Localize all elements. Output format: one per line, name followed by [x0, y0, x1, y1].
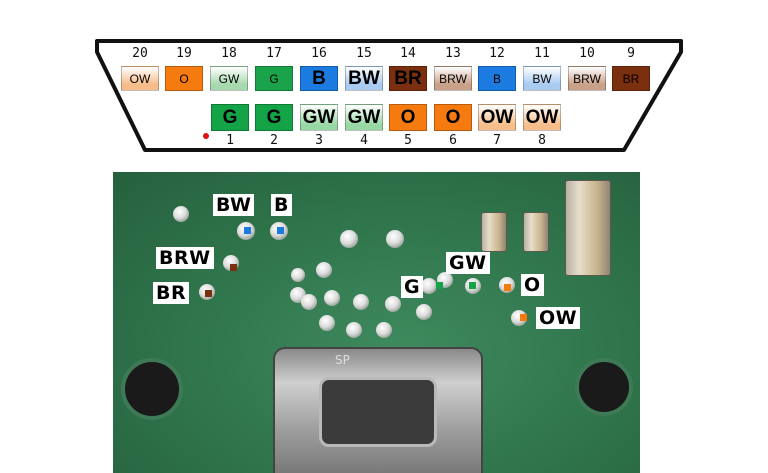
pin-marker-b — [277, 227, 284, 234]
solder-pad — [386, 230, 404, 248]
pin-number-2: 2 — [270, 133, 278, 148]
solder-pad — [301, 294, 317, 310]
pin-label-br: BR — [153, 282, 190, 304]
pin-marker-brw — [230, 264, 237, 271]
pin1-marker-dot — [203, 133, 209, 139]
pin-marker-g — [436, 282, 443, 289]
pin-number-18: 18 — [221, 46, 237, 61]
pin-6-color-box: O — [434, 104, 472, 131]
solder-pad — [421, 278, 437, 294]
pin-14-color-box: BR — [389, 66, 427, 91]
pin-13-color-box: BRW — [434, 66, 472, 91]
pin-number-6: 6 — [449, 133, 457, 148]
pin-number-5: 5 — [404, 133, 412, 148]
connector-outline — [95, 39, 683, 152]
smd-capacitor — [565, 180, 611, 276]
pin-15-color-box: BW — [345, 66, 383, 91]
pin-11-color-box: BW — [523, 66, 561, 91]
pin-3-color-box: GW — [300, 104, 338, 131]
pin-number-3: 3 — [315, 133, 323, 148]
pin-17-color-box: G — [255, 66, 293, 91]
solder-pad — [385, 296, 401, 312]
pin-number-4: 4 — [360, 133, 368, 148]
pin-18-color-box: GW — [210, 66, 248, 91]
solder-pad — [324, 290, 340, 306]
pin-number-8: 8 — [538, 133, 546, 148]
pin-label-ow: OW — [536, 307, 581, 329]
pin-4-color-box: GW — [345, 104, 383, 131]
pin-number-1: 1 — [226, 133, 234, 148]
pin-number-14: 14 — [400, 46, 416, 61]
pin-9-color-box: BR — [612, 66, 650, 91]
usb-c-connector: SP — [273, 347, 483, 473]
solder-pad — [319, 315, 335, 331]
pin-2-color-box: G — [255, 104, 293, 131]
pin-label-brw: BRW — [156, 247, 214, 269]
silkscreen-text: SP — [335, 353, 350, 367]
solder-pad — [416, 304, 432, 320]
pin-10-color-box: BRW — [568, 66, 606, 91]
pin-marker-br — [205, 290, 212, 297]
pin-number-20: 20 — [132, 46, 148, 61]
smd-resistor-2 — [523, 212, 549, 252]
smd-resistor-1 — [481, 212, 507, 252]
pin-5-color-box: O — [389, 104, 427, 131]
pin-label-o: O — [521, 274, 544, 296]
mounting-hole-right — [575, 358, 633, 416]
pin-12-color-box: B — [478, 66, 516, 91]
pin-20-color-box: OW — [121, 66, 159, 91]
pin-number-15: 15 — [356, 46, 372, 61]
pin-19-color-box: O — [165, 66, 203, 91]
solder-pad — [291, 268, 305, 282]
pin-label-gw: GW — [446, 252, 490, 274]
pin-number-12: 12 — [489, 46, 505, 61]
usb-c-port-opening — [319, 377, 437, 447]
pin-marker-ow — [520, 314, 527, 321]
pin-number-9: 9 — [627, 46, 635, 61]
pin-marker-gw — [469, 282, 476, 289]
pin-number-19: 19 — [176, 46, 192, 61]
pin-number-13: 13 — [445, 46, 461, 61]
pin-number-10: 10 — [579, 46, 595, 61]
pin-1-color-box: G — [211, 104, 249, 131]
solder-pad — [346, 322, 362, 338]
pin-number-16: 16 — [311, 46, 327, 61]
solder-pad — [376, 322, 392, 338]
pin-16-color-box: B — [300, 66, 338, 91]
pin-number-7: 7 — [493, 133, 501, 148]
pin-number-17: 17 — [266, 46, 282, 61]
solder-pad — [173, 206, 189, 222]
solder-pad — [340, 230, 358, 248]
pin-marker-o — [504, 284, 511, 291]
pin-label-g: G — [401, 276, 424, 298]
pin-8-color-box: OW — [523, 104, 561, 131]
solder-pad — [353, 294, 369, 310]
solder-pad — [316, 262, 332, 278]
pin-label-bw: BW — [213, 194, 255, 216]
pin-marker-bw — [244, 227, 251, 234]
pin-7-color-box: OW — [478, 104, 516, 131]
pin-number-11: 11 — [534, 46, 550, 61]
pcb-board: SP BW B BRW BR G GW O OW — [113, 172, 640, 473]
pin-label-b: B — [271, 194, 292, 216]
mounting-hole-left — [121, 358, 183, 420]
